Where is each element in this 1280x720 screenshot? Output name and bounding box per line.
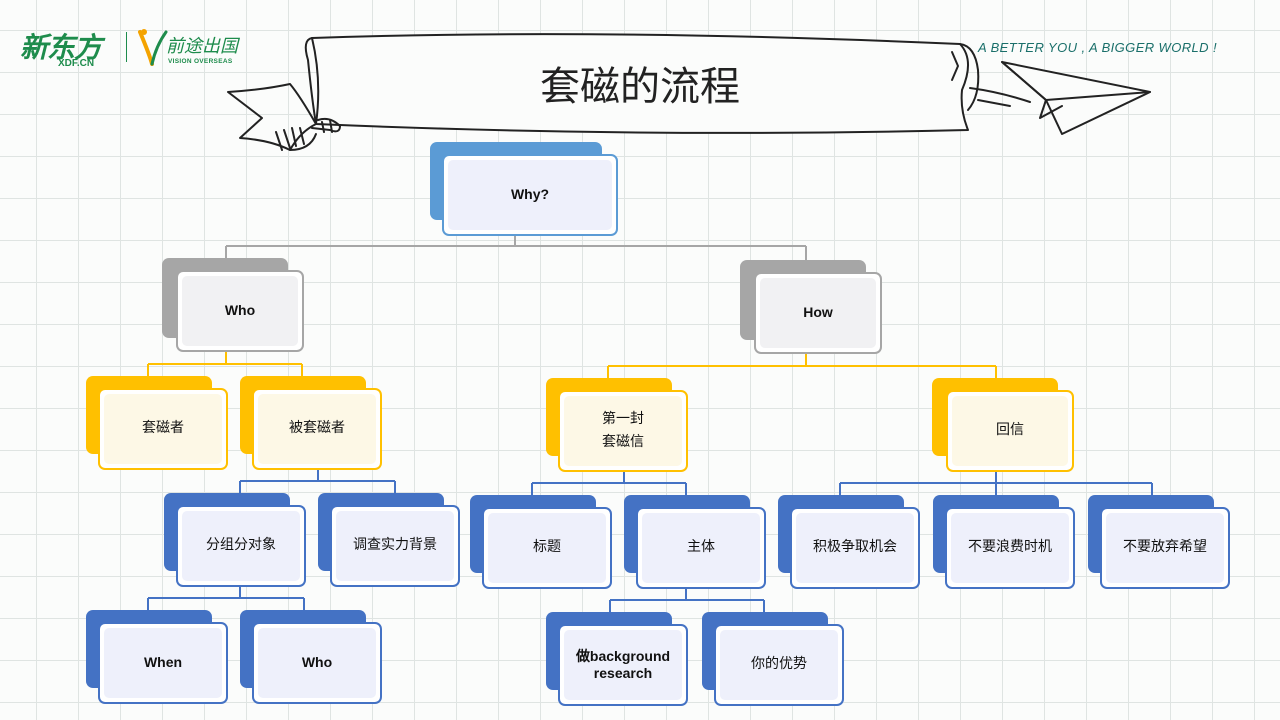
scroll-banner bbox=[227, 33, 1151, 151]
node-diaocha: 调查实力背景 bbox=[318, 493, 460, 587]
node-bufangqi-label: 不要放弃希望 bbox=[1123, 539, 1207, 556]
node-biaoti: 标题 bbox=[470, 495, 612, 589]
node-when-label: When bbox=[143, 654, 183, 671]
node-who2: Who bbox=[240, 610, 382, 704]
node-who-label: Who bbox=[224, 302, 256, 319]
node-how: How bbox=[740, 260, 882, 356]
node-fenzu-label: 分组分对象 bbox=[206, 537, 276, 554]
node-bufangqi: 不要放弃希望 bbox=[1088, 495, 1230, 589]
node-beitaocizhe-label: 被套磁者 bbox=[289, 420, 345, 437]
node-taocizhe-label: 套磁者 bbox=[142, 420, 184, 437]
xdf-logo-sub: XDF.CN bbox=[58, 58, 95, 69]
node-jiji: 积极争取机会 bbox=[778, 495, 920, 589]
node-zhuti-label: 主体 bbox=[687, 539, 715, 556]
vision-swirl-icon bbox=[138, 29, 168, 66]
node-background-label-line1: 做background bbox=[575, 647, 671, 664]
page-title: 套磁的流程 bbox=[540, 64, 740, 110]
node-youshi: 你的优势 bbox=[702, 612, 844, 706]
node-huixin-label: 回信 bbox=[996, 422, 1024, 439]
node-diaocha-label: 调查实力背景 bbox=[353, 537, 437, 554]
node-huixin: 回信 bbox=[932, 378, 1074, 472]
node-why-label: Why? bbox=[510, 186, 550, 203]
node-biaoti-label: 标题 bbox=[533, 539, 561, 556]
node-bulangfei-label: 不要浪费时机 bbox=[968, 539, 1052, 556]
node-youshi-label: 你的优势 bbox=[751, 656, 807, 673]
logo-divider bbox=[126, 32, 127, 62]
node-fenzu: 分组分对象 bbox=[164, 493, 306, 587]
slogan: A BETTER YOU , A BIGGER WORLD ! bbox=[978, 40, 1217, 55]
node-diyifeng: 第一封 套磁信 bbox=[546, 378, 688, 472]
node-taocizhe: 套磁者 bbox=[86, 376, 228, 470]
node-diyifeng-label-line1: 第一封 bbox=[602, 410, 644, 427]
node-background-label-line2: research bbox=[593, 665, 653, 681]
vision-logo: 前途出国 bbox=[166, 36, 238, 57]
node-bulangfei: 不要浪费时机 bbox=[933, 495, 1075, 589]
node-how-label: How bbox=[803, 304, 833, 321]
node-when: When bbox=[86, 610, 228, 704]
logo-area: 新东方 XDF.CN 前途出国 VISION OVERSEAS bbox=[20, 26, 260, 72]
node-diyifeng-label-line2: 套磁信 bbox=[602, 434, 644, 450]
node-beitaocizhe: 被套磁者 bbox=[240, 376, 382, 470]
node-who2-label: Who bbox=[301, 654, 333, 671]
node-zhuti: 主体 bbox=[624, 495, 766, 589]
vision-logo-sub: VISION OVERSEAS bbox=[168, 58, 233, 65]
node-who: Who bbox=[162, 258, 304, 354]
node-background: 做background research bbox=[546, 612, 688, 706]
node-why: Why? bbox=[430, 142, 618, 236]
xdf-logo: 新东方 bbox=[20, 31, 102, 64]
node-jiji-label: 积极争取机会 bbox=[813, 539, 897, 556]
